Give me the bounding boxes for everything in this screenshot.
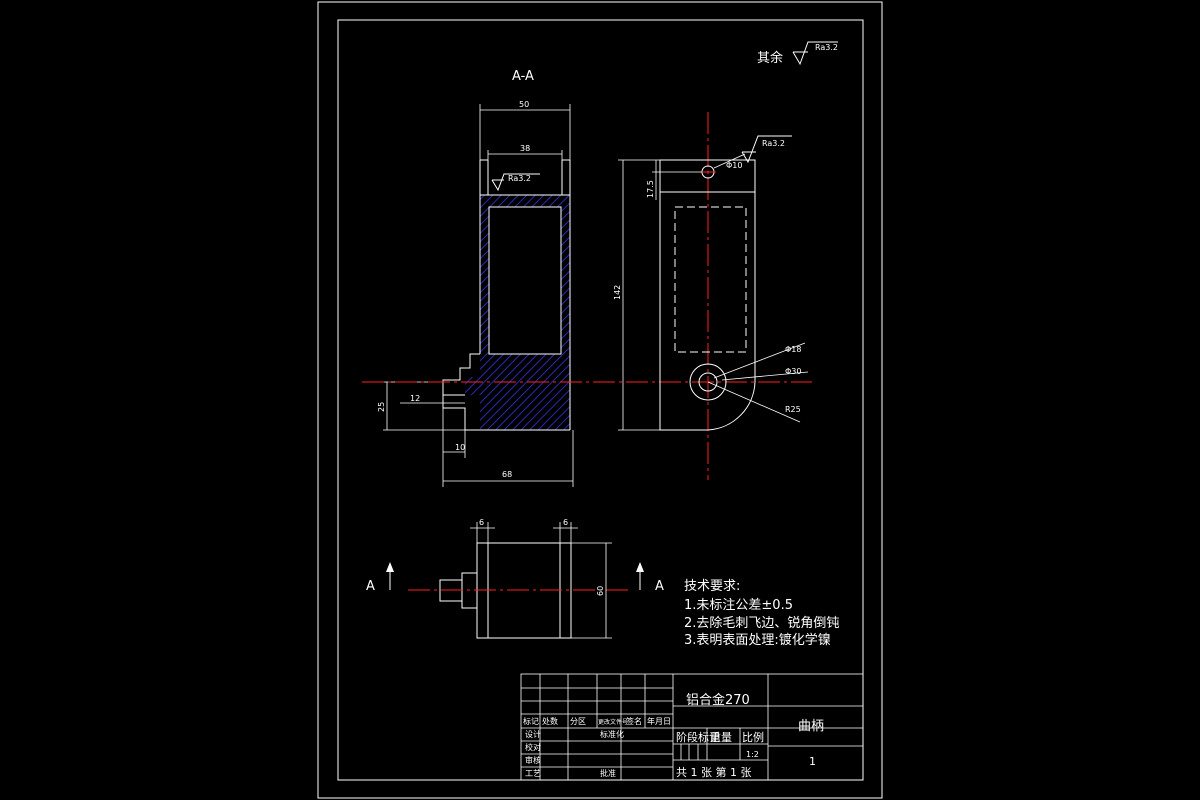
tb-weight-label: 重量	[710, 730, 732, 744]
tb-scale-label: 比例	[742, 730, 764, 744]
title-block	[520, 673, 864, 781]
tech-heading: 技术要求:	[684, 579, 740, 594]
tb-approve: 批准	[600, 768, 616, 778]
tb-header-3: 分区	[570, 717, 586, 726]
dim-hole-small: Φ10	[726, 161, 742, 170]
tb-header-6: 年月日	[647, 716, 671, 726]
roughness-prefix: 其余	[757, 50, 783, 66]
dim-step-25: 25	[377, 402, 386, 412]
dim-bottom-left-6: 6	[479, 518, 484, 527]
tb-material: 铝合金270	[686, 692, 750, 708]
tech-item-1: 1.未标注公差±0.5	[684, 598, 793, 613]
section-label: A-A	[512, 69, 534, 84]
tb-header-5: 签名	[626, 716, 642, 726]
tb-stage-label: 阶段标记	[676, 730, 720, 744]
tb-row-process: 工艺	[525, 769, 541, 778]
tb-sheet-info: 共 1 张 第 1 张	[676, 765, 751, 779]
roughness-value-front: Ra3.2	[762, 139, 785, 148]
tb-drawing-no: 1	[809, 755, 816, 768]
roughness-value-section: Ra3.2	[508, 174, 531, 183]
dim-top-outer: 50	[519, 100, 529, 109]
dim-radius: R25	[785, 405, 801, 414]
section-marker-right: A	[655, 579, 664, 594]
tb-header-2: 处数	[542, 716, 558, 726]
dim-bottom-right-6: 6	[563, 518, 568, 527]
outer-frame	[317, 1, 883, 799]
tech-item-3: 3.表明表面处理:镀化学镍	[684, 632, 831, 648]
dim-hole-d30: Φ30	[785, 367, 801, 376]
dim-top-inner: 38	[520, 144, 530, 153]
tb-header-1: 标记	[523, 716, 539, 726]
dim-side-60: 60	[596, 586, 605, 596]
tb-header-4: 更改文件号	[598, 718, 628, 726]
tb-row-design: 设计	[525, 729, 541, 739]
dim-step-12: 12	[410, 394, 420, 403]
tb-row-review: 审核	[525, 755, 541, 765]
dim-bottom-68: 68	[502, 470, 512, 479]
section-view: Ra3.2 50 38 25 12 10 68	[377, 100, 574, 487]
dim-height-total: 142	[613, 285, 622, 300]
tb-scale-value: 1:2	[746, 750, 759, 759]
roughness-value-general: Ra3.2	[815, 43, 838, 52]
dim-height-top: 17.5	[646, 180, 655, 198]
top-view: 6 6 60 A A	[366, 518, 664, 639]
tech-requirements: 技术要求: 1.未标注公差±0.5 2.去除毛刺飞边、锐角倒钝 3.表明表面处理…	[684, 579, 839, 648]
tb-part-name: 曲柄	[798, 719, 824, 734]
dim-step-10: 10	[455, 443, 465, 452]
tech-item-2: 2.去除毛刺飞边、锐角倒钝	[684, 616, 839, 631]
roughness-note-general: 其余 Ra3.2	[757, 41, 838, 66]
section-marker-left: A	[366, 579, 375, 594]
tb-standardization: 标准化	[600, 729, 624, 739]
dim-hole-d18: Φ18	[785, 345, 801, 354]
front-view: Φ10 Ra3.2 Φ18 Φ30 R25 142 17.5	[613, 112, 809, 480]
tb-row-check: 校对	[525, 742, 541, 752]
